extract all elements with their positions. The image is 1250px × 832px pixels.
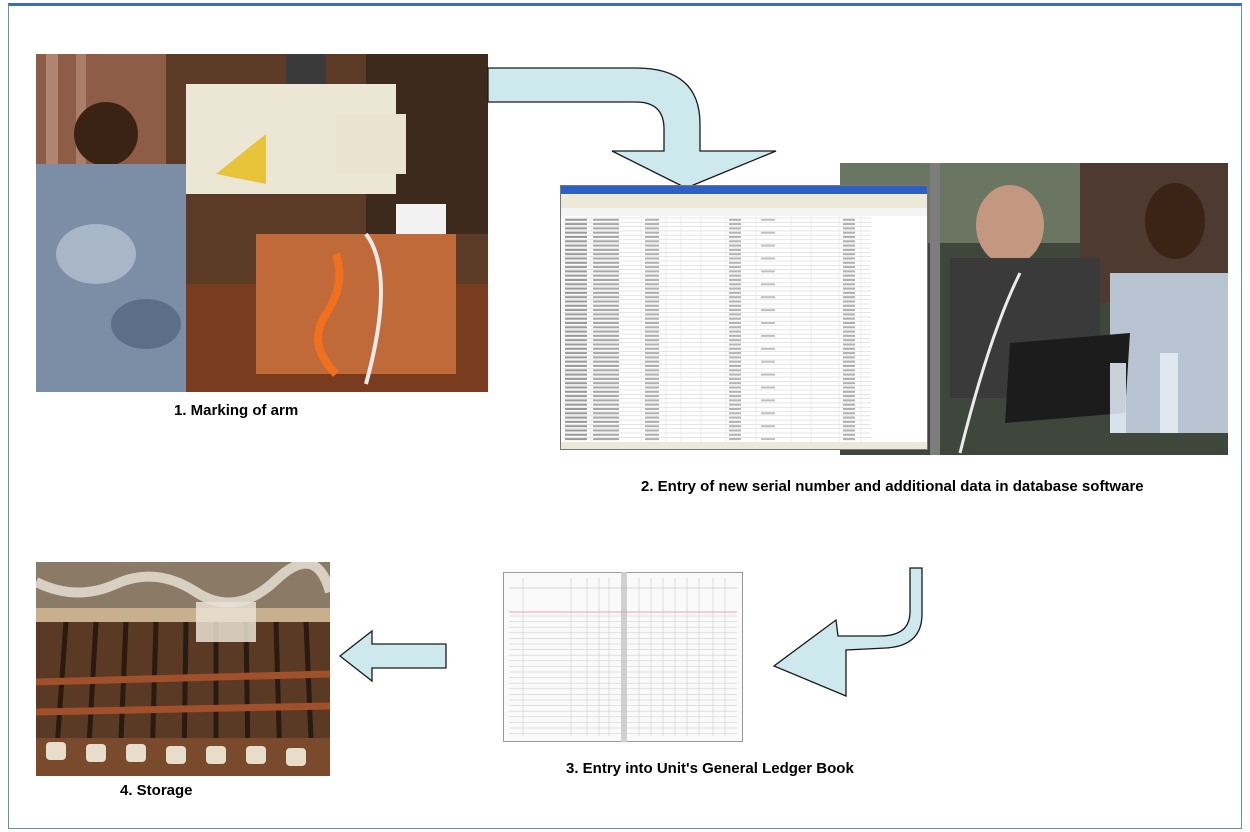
arrow-1-to-2	[487, 67, 777, 189]
ledger-book-image	[503, 572, 743, 742]
arrow-2-to-3	[772, 567, 923, 697]
step-2-label: 2. Entry of new serial number and additi…	[641, 478, 1144, 495]
arrow-3-to-4	[338, 629, 447, 683]
storage-photo	[36, 562, 330, 776]
diagram-frame	[8, 3, 1242, 829]
step-1-label: 1. Marking of arm	[174, 402, 299, 419]
marking-photo	[36, 54, 488, 392]
step-3-label: 3. Entry into Unit's General Ledger Book	[566, 760, 854, 777]
step-4-label: 4. Storage	[120, 782, 193, 799]
database-spreadsheet-screenshot	[560, 185, 928, 450]
